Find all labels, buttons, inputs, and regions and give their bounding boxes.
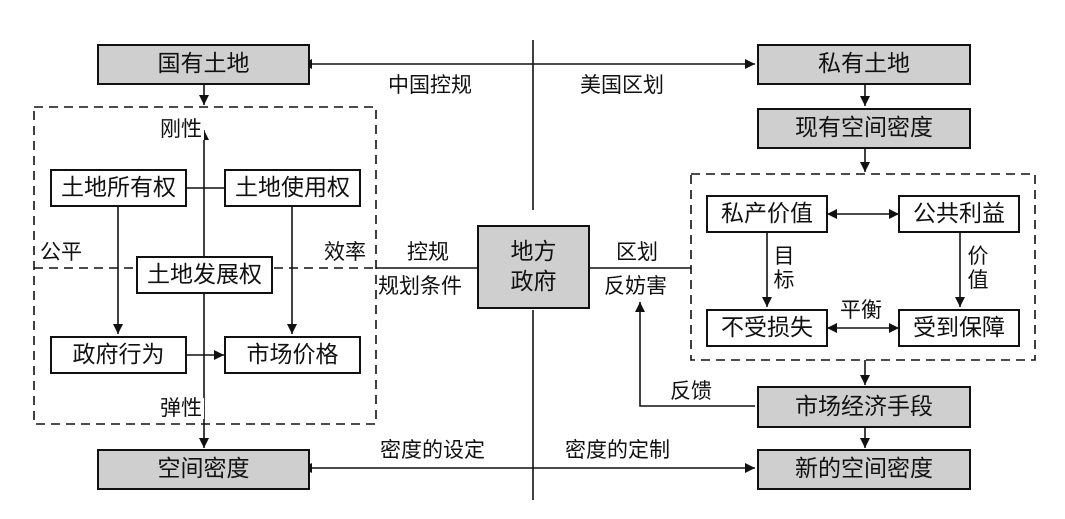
label-feedback: 反馈 xyxy=(670,379,712,403)
label-goal-char-1: 目 xyxy=(773,244,795,268)
label-fairness: 公平 xyxy=(40,240,82,264)
label-rigidity: 刚性 xyxy=(158,117,204,141)
right-dashed-group xyxy=(690,173,1036,361)
node-local-government: 地方 政府 xyxy=(477,225,590,309)
node-existing-density: 现有空间密度 xyxy=(757,108,971,149)
node-land-use-right: 土地使用权 xyxy=(224,169,361,207)
left-dashed-group xyxy=(33,106,377,425)
label-goal: 目 标 xyxy=(772,244,796,292)
node-state-land: 国有土地 xyxy=(97,44,310,85)
label-us-zoning: 美国区划 xyxy=(580,73,664,97)
label-goal-char-2: 标 xyxy=(773,268,795,292)
node-not-harmed: 不受损失 xyxy=(706,309,828,347)
label-density-customization: 密度的定制 xyxy=(565,438,670,462)
label-zoning: 区划 xyxy=(616,240,658,264)
label-value-char-2: 值 xyxy=(967,268,989,292)
label-control: 控规 xyxy=(407,240,449,264)
label-efficiency: 效率 xyxy=(324,240,366,264)
label-china-control: 中国控规 xyxy=(388,73,472,97)
label-value-char-1: 价 xyxy=(967,244,989,268)
feedback-path xyxy=(635,302,755,407)
node-market-price: 市场价格 xyxy=(224,336,361,374)
label-planning-conditions: 规划条件 xyxy=(378,274,462,298)
node-new-space-density: 新的空间密度 xyxy=(757,449,971,490)
label-elasticity: 弹性 xyxy=(158,396,204,420)
node-protected: 受到保障 xyxy=(898,309,1020,347)
node-space-density: 空间密度 xyxy=(97,449,310,490)
label-density-setting: 密度的设定 xyxy=(380,438,485,462)
local-government-line-1: 地方 xyxy=(510,239,557,265)
label-anti-nuisance: 反妨害 xyxy=(604,274,667,298)
node-land-ownership: 土地所有权 xyxy=(50,169,187,207)
node-land-development-right: 土地发展权 xyxy=(136,256,273,294)
node-public-interest: 公共利益 xyxy=(898,195,1020,233)
local-government-line-2: 政府 xyxy=(510,269,557,295)
node-government-behavior: 政府行为 xyxy=(50,336,187,374)
node-private-land: 私有土地 xyxy=(757,44,971,85)
label-value: 价 值 xyxy=(966,244,990,292)
node-private-value: 私产价值 xyxy=(706,195,828,233)
node-market-economy: 市场经济手段 xyxy=(757,386,971,428)
label-balance: 平衡 xyxy=(840,298,882,322)
